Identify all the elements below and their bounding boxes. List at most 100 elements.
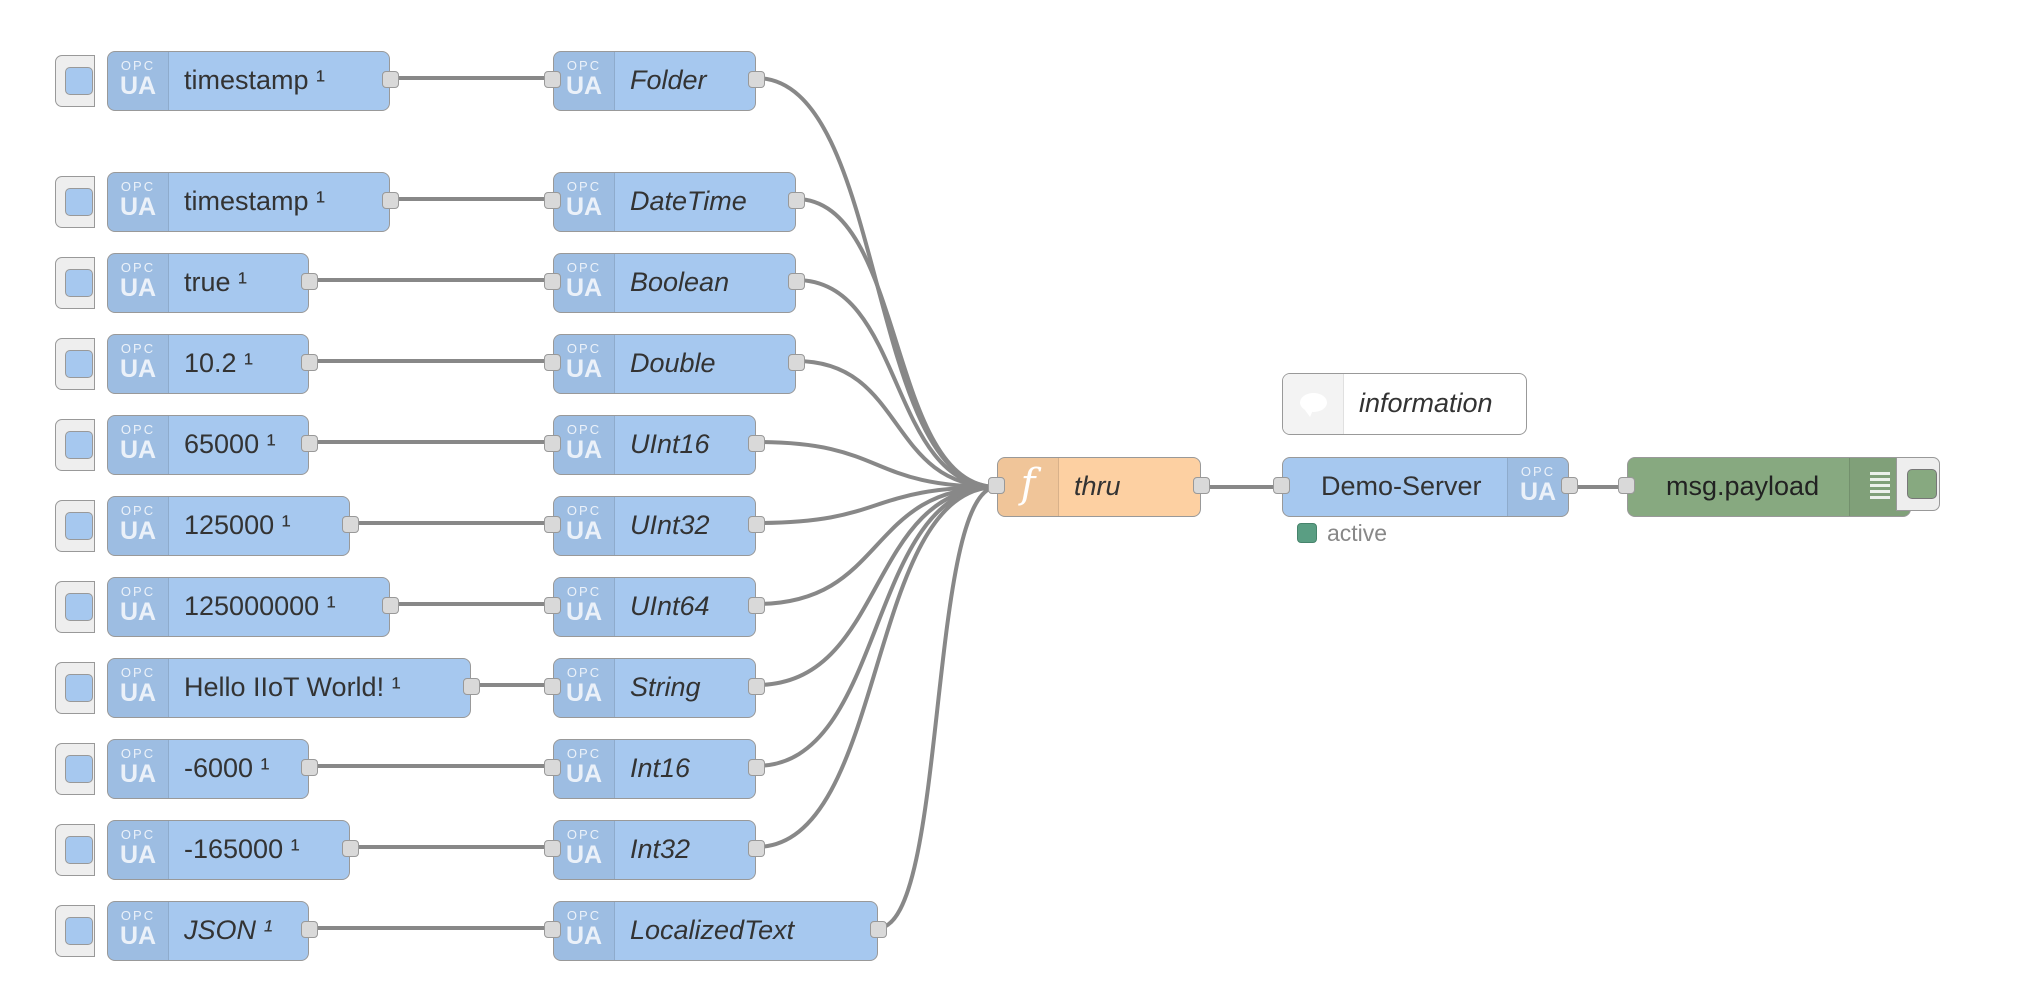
inject-button[interactable] — [55, 55, 95, 107]
wire-item-to-function[interactable] — [755, 485, 998, 525]
output-port[interactable] — [748, 840, 765, 857]
output-port[interactable] — [748, 678, 765, 695]
input-port[interactable] — [544, 921, 561, 938]
wire-item-to-function[interactable] — [877, 485, 998, 930]
wire-item-to-function[interactable] — [755, 485, 998, 687]
wire-item-to-function[interactable] — [755, 485, 998, 768]
output-port[interactable] — [301, 435, 318, 452]
output-port[interactable] — [463, 678, 480, 695]
debug-node-label: msg.payload — [1666, 471, 1820, 501]
wire-item-to-function[interactable] — [755, 485, 998, 849]
server-output-port[interactable] — [1561, 477, 1578, 494]
input-port[interactable] — [544, 597, 561, 614]
server-input-port[interactable] — [1273, 477, 1290, 494]
inject-button[interactable] — [55, 743, 95, 795]
function-node-label: thru — [1074, 471, 1121, 501]
input-port[interactable] — [544, 435, 561, 452]
input-port[interactable] — [544, 354, 561, 371]
output-port[interactable] — [342, 516, 359, 533]
wire-item-to-function[interactable] — [795, 359, 998, 489]
inject-button[interactable] — [55, 905, 95, 957]
item-node-label: Folder — [630, 65, 707, 95]
output-port[interactable] — [382, 71, 399, 88]
item-node-label: Int16 — [630, 753, 691, 783]
output-port[interactable] — [748, 516, 765, 533]
output-port[interactable] — [301, 273, 318, 290]
comment-node-label: information — [1359, 388, 1493, 418]
inject-node-label: timestamp ¹ — [184, 186, 326, 216]
inject-button[interactable] — [55, 419, 95, 471]
output-port[interactable] — [748, 71, 765, 88]
output-port[interactable] — [301, 921, 318, 938]
input-port[interactable] — [544, 759, 561, 776]
input-port[interactable] — [544, 273, 561, 290]
function-input-port[interactable] — [988, 477, 1005, 494]
inject-button[interactable] — [55, 662, 95, 714]
input-port[interactable] — [544, 71, 561, 88]
output-port[interactable] — [788, 273, 805, 290]
debug-toggle-button[interactable] — [1896, 457, 1940, 511]
debug-input-port[interactable] — [1618, 477, 1635, 494]
output-port[interactable] — [870, 921, 887, 938]
inject-button[interactable] — [55, 824, 95, 876]
wire-item-to-function[interactable] — [755, 440, 998, 489]
inject-button[interactable] — [55, 338, 95, 390]
output-port[interactable] — [382, 597, 399, 614]
comment-node-information[interactable]: information — [1282, 373, 1527, 435]
output-port[interactable] — [748, 597, 765, 614]
input-port[interactable] — [544, 192, 561, 209]
output-port[interactable] — [748, 759, 765, 776]
function-output-port[interactable] — [1193, 477, 1210, 494]
wire-item-to-function[interactable] — [795, 197, 998, 489]
function-node-thru[interactable]: f thru — [988, 457, 1210, 517]
debug-node-msg-payload[interactable]: msg.payload — [1618, 457, 1911, 517]
output-port[interactable] — [301, 759, 318, 776]
status-text: active — [1327, 520, 1388, 546]
input-port[interactable] — [544, 678, 561, 695]
inject-button[interactable] — [55, 257, 95, 309]
output-port[interactable] — [748, 435, 765, 452]
output-port[interactable] — [788, 354, 805, 371]
wire-item-to-function[interactable] — [755, 485, 998, 606]
output-port[interactable] — [342, 840, 359, 857]
output-port[interactable] — [301, 354, 318, 371]
inject-node-label: Hello IIoT World! ¹ — [184, 672, 401, 702]
inject-button[interactable] — [55, 581, 95, 633]
output-port[interactable] — [382, 192, 399, 209]
inject-button[interactable] — [55, 500, 95, 552]
inject-button[interactable] — [55, 176, 95, 228]
input-port[interactable] — [544, 840, 561, 857]
input-port[interactable] — [544, 516, 561, 533]
wire-item-to-function[interactable] — [795, 278, 998, 489]
item-node-label: UInt64 — [630, 591, 710, 621]
output-port[interactable] — [788, 192, 805, 209]
